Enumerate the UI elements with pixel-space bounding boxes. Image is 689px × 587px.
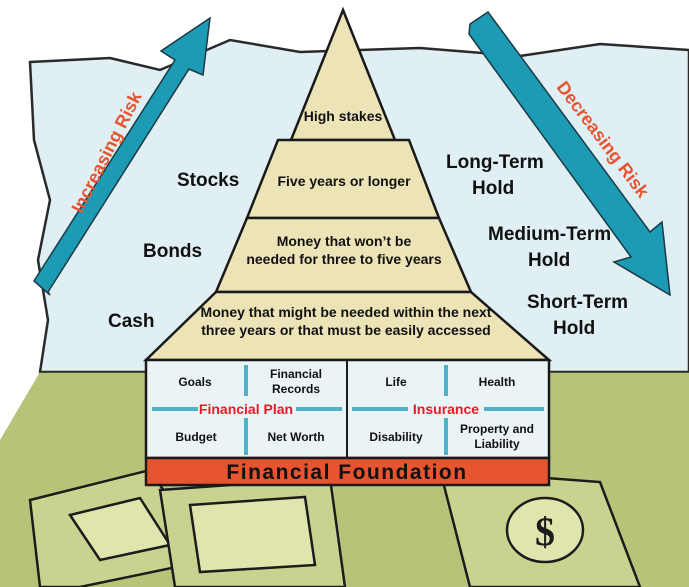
plan-cell-net-worth: Net Worth xyxy=(267,430,324,444)
hold-label-long-term-line-2: Hold xyxy=(472,178,514,199)
hold-label-short-term-line-1: Short-Term xyxy=(527,292,628,313)
cash-tier-text-line-2: three years or that must be easily acces… xyxy=(201,322,490,338)
plan-cell-budget: Budget xyxy=(175,430,216,444)
hold-label-medium-term-line-1: Medium-Term xyxy=(488,224,611,245)
asset-label-bonds: Bonds xyxy=(143,241,202,262)
insurance-cell-property-liability-line-2: Liability xyxy=(474,437,520,451)
insurance-cell-life: Life xyxy=(385,375,407,389)
plan-cell-financial-records-line-2: Records xyxy=(272,382,320,396)
insurance-title: Insurance xyxy=(413,401,479,417)
hold-label-medium-term-line-2: Hold xyxy=(528,250,570,271)
dollar-sign-icon xyxy=(505,496,585,564)
financial-base-panel: Financial Plan Insurance Goals Financial… xyxy=(144,358,551,460)
cash-tier-text-line-1: Money that might be needed within the ne… xyxy=(201,304,492,320)
hold-label-long-term-line-1: Long-Term xyxy=(446,152,544,173)
stocks-tier-text: Five years or longer xyxy=(277,173,411,189)
money-illustration: $ xyxy=(28,468,642,587)
asset-label-cash: Cash xyxy=(108,311,154,332)
insurance-cell-disability: Disability xyxy=(369,430,423,444)
svg-text:$: $ xyxy=(535,509,555,554)
arrow-down-icon xyxy=(468,10,671,297)
investment-pyramid xyxy=(142,6,553,362)
financial-foundation-label: Financial Foundation xyxy=(226,461,467,484)
bonds-tier-text-line-1: Money that won’t be xyxy=(277,233,412,249)
insurance-cell-property-liability-line-1: Property and xyxy=(460,422,534,436)
insurance-cell-health: Health xyxy=(479,375,516,389)
asset-label-stocks: Stocks xyxy=(177,170,239,191)
apex-label: High stakes xyxy=(304,108,383,124)
plan-cell-financial-records-line-1: Financial xyxy=(270,367,322,381)
arrow-up-icon xyxy=(33,16,211,296)
bonds-tier-text-line-2: needed for three to five years xyxy=(246,251,442,267)
financial-plan-title: Financial Plan xyxy=(199,401,293,417)
financial-foundation-bar xyxy=(144,456,551,487)
plan-cell-goals: Goals xyxy=(178,375,212,389)
hold-label-short-term-line-2: Hold xyxy=(553,318,595,339)
